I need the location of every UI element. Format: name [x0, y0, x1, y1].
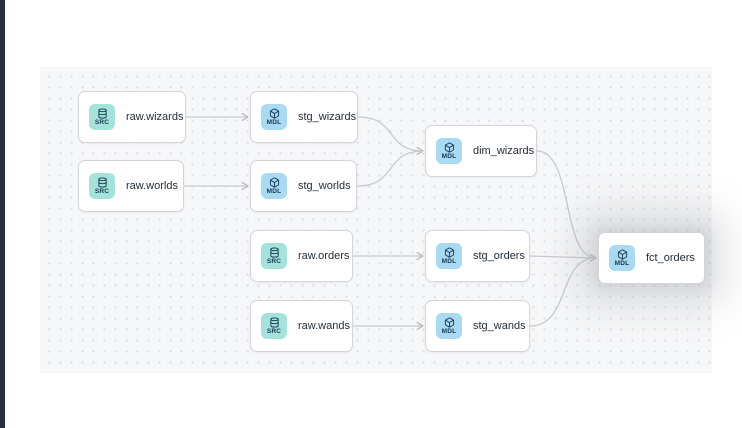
database-icon: [269, 316, 280, 328]
source-type-badge: SRC: [261, 243, 287, 269]
edge-dim_wizards-to-fct_orders: [536, 150, 597, 259]
node-label: dim_wizards: [473, 145, 535, 157]
node-label: stg_wands: [473, 320, 526, 332]
model-type-badge: MDL: [261, 173, 287, 199]
badge-label: SRC: [266, 328, 282, 335]
model-type-badge: MDL: [261, 104, 287, 130]
badge-label: SRC: [94, 188, 110, 195]
node-dim_wizards[interactable]: MDL dim_wizards: [425, 125, 537, 177]
edge-layer: [184, 112, 597, 331]
node-label: stg_wizards: [298, 111, 357, 123]
node-label: raw.wands: [298, 320, 350, 332]
node-label: stg_worlds: [298, 180, 351, 192]
node-stg_wizards[interactable]: MDL stg_wizards: [250, 91, 358, 143]
window-edge-bar: [0, 0, 5, 428]
badge-label: MDL: [441, 153, 457, 160]
cube-icon: [444, 141, 455, 153]
cube-icon: [617, 248, 628, 260]
node-raw.wizards[interactable]: SRC raw.wizards: [78, 91, 186, 143]
badge-label: MDL: [441, 258, 457, 265]
node-fct_orders[interactable]: MDL fct_orders: [598, 232, 705, 284]
badge-label: SRC: [94, 119, 110, 126]
node-raw.orders[interactable]: SRC raw.orders: [250, 230, 353, 282]
cube-icon: [444, 246, 455, 258]
node-label: raw.worlds: [126, 180, 178, 192]
node-label: raw.wizards: [126, 111, 184, 123]
cube-icon: [444, 316, 455, 328]
edge-stg_wands-to-fct_orders: [529, 257, 597, 327]
edge-stg_orders-to-fct_orders: [529, 253, 597, 262]
node-label: fct_orders: [646, 252, 695, 264]
cube-icon: [269, 107, 280, 119]
database-icon: [269, 246, 280, 258]
database-icon: [97, 176, 108, 188]
badge-label: MDL: [266, 188, 282, 195]
edge-stg_worlds-to-dim_wizards: [356, 150, 424, 187]
source-type-badge: SRC: [89, 173, 115, 199]
node-label: stg_orders: [473, 250, 525, 262]
model-type-badge: MDL: [436, 243, 462, 269]
node-stg_wands[interactable]: MDL stg_wands: [425, 300, 530, 352]
cube-icon: [269, 176, 280, 188]
model-type-badge: MDL: [436, 313, 462, 339]
node-raw.worlds[interactable]: SRC raw.worlds: [78, 160, 184, 212]
node-stg_orders[interactable]: MDL stg_orders: [425, 230, 530, 282]
node-raw.wands[interactable]: SRC raw.wands: [250, 300, 353, 352]
badge-label: MDL: [441, 328, 457, 335]
edge-stg_wizards-to-dim_wizards: [357, 116, 424, 156]
badge-label: MDL: [614, 260, 630, 267]
source-type-badge: SRC: [89, 104, 115, 130]
badge-label: MDL: [266, 119, 282, 126]
node-stg_worlds[interactable]: MDL stg_worlds: [250, 160, 357, 212]
source-type-badge: SRC: [261, 313, 287, 339]
node-label: raw.orders: [298, 250, 350, 262]
badge-label: SRC: [266, 258, 282, 265]
database-icon: [97, 107, 108, 119]
model-type-badge: MDL: [609, 245, 635, 271]
model-type-badge: MDL: [436, 138, 462, 164]
